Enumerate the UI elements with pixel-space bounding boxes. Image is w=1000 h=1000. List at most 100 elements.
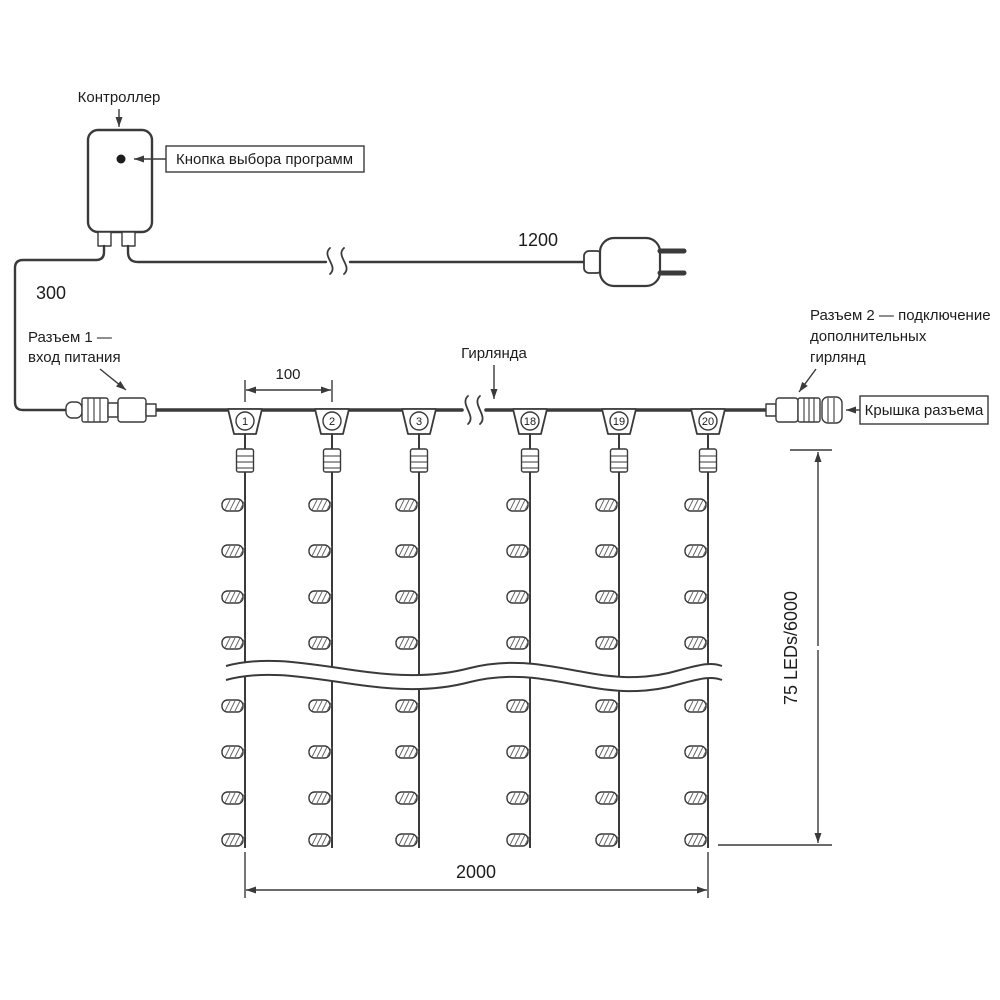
dim-2000-arrow [476,886,707,894]
led-lamp [308,498,333,512]
connector1-label-line2: вход питания [28,349,121,366]
led-lamp [684,833,709,847]
connector-socket [775,397,799,423]
dimension-curtain-height: 75 LEDs/6000 [718,449,832,846]
led-lamp [595,745,620,759]
drop-number: 3 [416,416,422,428]
connector-cap [821,396,843,424]
drop-number-badge [698,411,718,431]
program-button-label: Кнопка выбора программ [176,151,353,168]
led-lamp [308,590,333,604]
connector-neck [765,403,777,417]
led-lamp [395,498,420,512]
led-lamp [395,544,420,558]
cap-label-box [859,395,989,425]
led-lamp [221,636,246,650]
led-lamp [506,590,531,604]
string-connector [609,448,629,473]
led-lamp [308,833,333,847]
power-cord-length: 1200 [518,230,558,250]
connector-socket [117,397,147,423]
garland-drop: 19 [595,408,637,848]
string-connector [698,448,718,473]
connector1-leader-arrow [99,368,127,391]
dimension-curtain-width: 2000 [244,852,709,898]
drop-spacing-value: 100 [275,366,300,383]
led-lamp [506,544,531,558]
length-break-wave [225,659,723,693]
wiring-artwork [13,128,843,425]
led-lamp [308,745,333,759]
led-lamp [506,498,531,512]
button-label-box [165,145,365,173]
garland-drop: 2 [308,408,350,848]
plug-body [598,236,662,288]
connector2-extension [765,396,843,424]
connector1-label-line1: Разъем 1 — [28,329,112,346]
wire-break-mark [464,395,472,425]
dim-2000-arrow [246,886,476,894]
connector2-label-line1: Разъем 2 — подключение [810,307,991,324]
led-lamp [684,745,709,759]
led-lamp [308,699,333,713]
dimension-drop-spacing: 100 [244,366,333,402]
cap-label: Крышка разъема [865,402,984,419]
connector2-label-line3: гирлянд [810,349,866,366]
led-lamp [395,745,420,759]
wire-break-mark [476,395,484,425]
controller-leader-arrow [115,109,123,127]
program-select-button [116,154,126,164]
garland-leader-arrow [490,365,498,399]
drop-number-badge [235,411,255,431]
led-lamp [595,699,620,713]
string-connector [235,448,255,473]
dim-height-arrow [814,650,822,843]
cap-leader-arrow [846,406,860,414]
led-lamp [684,498,709,512]
drop-number: 19 [613,416,625,428]
led-lamp [684,544,709,558]
led-lamp [221,791,246,805]
connector2-leader-arrow [798,368,817,393]
led-lamp [684,590,709,604]
curtain-height-value: 75 LEDs/6000 [781,591,801,705]
led-lamp [395,699,420,713]
led-lamp [595,590,620,604]
curtain-width-value: 2000 [456,862,496,882]
connector-part [65,401,83,419]
connector2-label-line2: дополнительных [810,328,927,345]
led-lamp [595,791,620,805]
led-lamp [308,544,333,558]
connector-threaded-coupling [81,397,109,423]
drop-number-badge [322,411,342,431]
led-lamp [221,833,246,847]
garland-drop: 1 [221,408,263,848]
drop-number: 20 [702,416,714,428]
string-connector [520,448,540,473]
power-cord-wire [126,244,328,264]
led-lamp [221,745,246,759]
led-lamp [595,636,620,650]
garland-drop: 3 [395,408,437,848]
led-lamp [506,791,531,805]
labels: Контроллер Кнопка выбора программ 1200 3… [28,89,991,425]
connector-collar [107,402,119,418]
led-lamp [221,498,246,512]
led-lamp [395,791,420,805]
dimensions: 100 2000 75 LEDs/6000 [244,366,832,898]
controller-terminal [121,231,136,247]
drop-number: 18 [524,416,536,428]
power-plug [583,236,687,288]
dim-height-arrow [814,452,822,646]
led-lamp [506,833,531,847]
drop-number: 1 [242,416,248,428]
dim-100-arrow [246,386,288,394]
led-lamp [221,699,246,713]
drop-number-badge [520,411,540,431]
garland-drops: 1 2 3 18 19 20 [221,408,726,848]
dim-100-arrow [288,386,331,394]
drop-number: 2 [329,416,335,428]
string-connector [322,448,342,473]
